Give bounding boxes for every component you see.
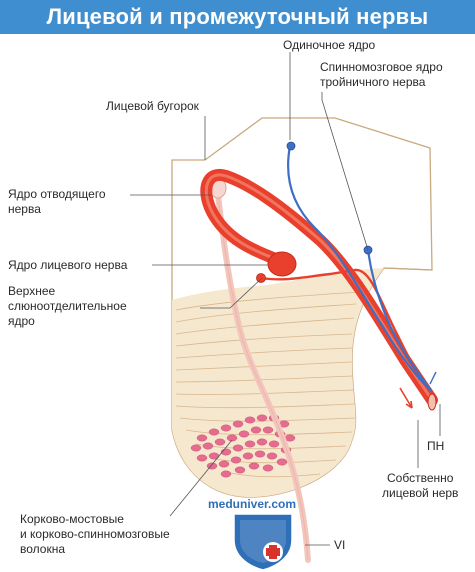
watermark-logo — [233, 513, 293, 571]
page-title: Лицевой и промежуточный нервы — [0, 0, 475, 34]
watermark-text: meduniver.com — [208, 497, 297, 511]
corticopontine-bundle — [190, 414, 296, 478]
solitary-nucleus — [286, 141, 296, 151]
leader-lines — [130, 52, 441, 546]
pons-tissue — [172, 268, 384, 498]
label-facial-colliculus: Лицевой бугорок — [106, 99, 199, 113]
label-solitary-nucleus: Одиночное ядро — [283, 38, 376, 52]
label-facial-nerve-proper: Собственно лицевой нерв — [382, 471, 459, 500]
solitary-tract — [286, 145, 431, 391]
label-pn: ПН — [427, 439, 445, 453]
label-corticopontine-fibers: Корково-мостовые и корково-спинномозговы… — [20, 512, 170, 556]
label-spinal-trigeminal-nucleus: Спинномозговое ядро тройничного нерва — [320, 60, 443, 89]
facial-nucleus — [267, 251, 297, 277]
label-abducens-nucleus: Ядро отводящего нерва — [8, 187, 106, 216]
label-vi: VI — [334, 538, 346, 552]
label-superior-salivatory-nucleus: Верхнее слюноотделительное ядро — [8, 284, 127, 328]
salivatory-nucleus — [256, 273, 266, 283]
spinal-trigeminal-tract — [366, 249, 433, 393]
label-facial-nucleus: Ядро лицевого нерва — [8, 258, 128, 272]
